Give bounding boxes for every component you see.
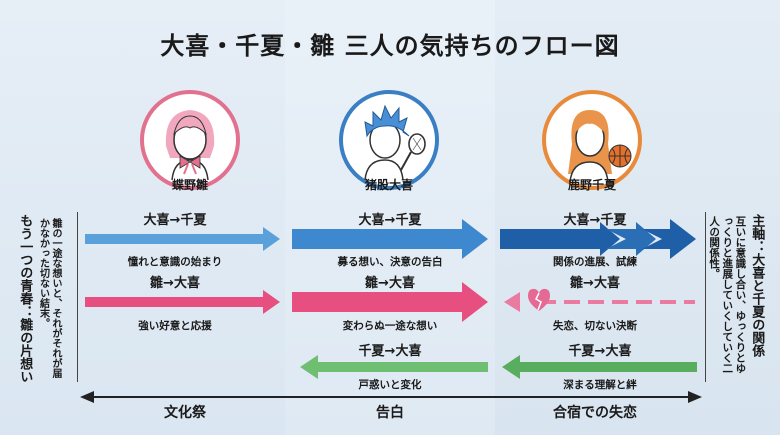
note-daiki-to-chinatsu-1: 憧れと意識の始まり xyxy=(127,256,223,268)
note-hina-to-daiki-3: 失恋、切ない決断 xyxy=(553,320,637,332)
right-note-title: 主軸：大喜と千夏の関係 xyxy=(749,214,765,357)
avatar-daiki xyxy=(339,90,439,190)
right-divider xyxy=(705,212,706,382)
arrow-hina-to-daiki-festival xyxy=(85,290,280,314)
label-chinatsu-to-daiki-1: 千夏→大喜 xyxy=(358,344,422,359)
label-daiki-to-chinatsu-2: 大喜→千夏 xyxy=(358,213,422,228)
stage-training-camp: 合宿での失恋 xyxy=(553,405,637,421)
arrow-hina-to-daiki-camp xyxy=(504,292,695,312)
left-note-title: もう一つの青春：雛の片想い xyxy=(17,214,33,383)
name-hina: 蝶野雛 xyxy=(171,178,208,192)
left-divider xyxy=(77,212,78,382)
label-hina-to-daiki-2: 雛→大喜 xyxy=(365,276,415,291)
name-chinatsu: 鹿野千夏 xyxy=(567,178,616,192)
stage-confession: 告白 xyxy=(376,405,404,421)
avatar-chinatsu xyxy=(542,90,642,190)
label-daiki-to-chinatsu-3: 大喜→千夏 xyxy=(563,213,627,228)
label-daiki-to-chinatsu-1: 大喜→千夏 xyxy=(143,213,207,228)
note-hina-to-daiki-1: 強い好意と応援 xyxy=(138,320,212,332)
left-note-body: 雛の一途な想いと、それがそれが届かなかった切ない結末。 xyxy=(37,218,62,378)
arrow-hina-to-daiki-confession xyxy=(292,282,488,322)
arrow-daiki-to-chinatsu-festival xyxy=(85,227,280,251)
arrow-daiki-to-chinatsu-camp xyxy=(500,219,696,259)
column-background-left xyxy=(0,0,285,435)
label-hina-to-daiki-3: 雛→大喜 xyxy=(570,276,620,291)
diagram-title: 大喜・千夏・雛 三人の気持ちのフロー図 xyxy=(160,32,620,60)
avatar-hina xyxy=(140,90,240,190)
stage-festival: 文化祭 xyxy=(164,405,206,421)
note-daiki-to-chinatsu-3: 関係の進展、試練 xyxy=(553,256,637,268)
arrow-daiki-to-chinatsu-confession xyxy=(292,219,488,259)
note-daiki-to-chinatsu-2: 募る想い、決意の告白 xyxy=(337,256,443,268)
name-daiki: 猪股大喜 xyxy=(364,178,413,192)
daiki-portrait-icon xyxy=(364,104,410,181)
timeline-axis xyxy=(80,391,702,403)
label-chinatsu-to-daiki-2: 千夏→大喜 xyxy=(568,344,632,359)
arrow-chinatsu-to-daiki-confession xyxy=(300,355,488,379)
right-note-body: 互いに意識し合い、ゆっくりとゆっくりと進展していくしていく二人の関係性。 xyxy=(708,216,747,374)
label-hina-to-daiki-1: 雛→大喜 xyxy=(150,276,200,291)
arrow-chinatsu-to-daiki-camp xyxy=(502,355,697,379)
broken-heart-icon xyxy=(528,288,550,311)
note-chinatsu-to-daiki-2: 深まる理解と絆 xyxy=(563,379,637,391)
note-chinatsu-to-daiki-1: 戸惑いと変化 xyxy=(358,379,422,391)
note-hina-to-daiki-2: 変わらぬ一途な想い xyxy=(342,320,438,332)
chinatsu-portrait-icon xyxy=(568,110,612,183)
